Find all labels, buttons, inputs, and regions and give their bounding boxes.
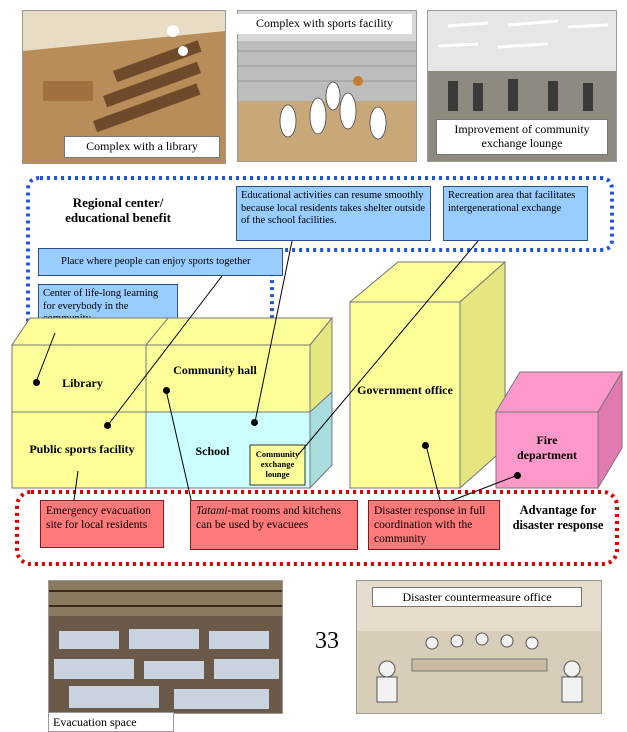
community-hall-marker [163,387,170,394]
fire-department-label: Fire department [517,433,577,462]
lounge-photo-caption: Improvement of community exchange lounge [436,119,608,155]
disaster-coordination-box: Disaster response in full coordination w… [368,500,500,550]
library-label: Library [62,376,103,390]
evacuation-photo-caption: Evacuation space [48,712,174,732]
sports-together-box: Place where people can enjoy sports toge… [38,248,283,276]
disaster-title: Advantage for disaster response [512,503,604,532]
sports-photo [237,10,417,162]
recreation-box: Recreation area that facilitates interge… [443,186,588,241]
evacuation-photo [48,580,283,714]
government-marker [422,442,429,449]
community-hall-label: Community hall [173,363,257,377]
tatami-rooms-box: Tatami-mat rooms and kitchens can be use… [190,500,358,550]
sports-photo-caption: Complex with sports facility [237,14,412,34]
sports-facility-marker [104,422,111,429]
tatami-word: Tatami [196,505,228,517]
school-marker [251,419,258,426]
library-marker [33,379,40,386]
countermeasure-photo-caption: Disaster countermeasure office [372,587,582,607]
tatami-rest: -mat rooms and kitchens can be used by e… [196,505,341,531]
library-photo-caption: Complex with a library [64,136,220,158]
regional-title: Regional center/ educational benefit [65,195,171,225]
page-number: 33 [315,628,339,654]
school-label: School [195,444,230,458]
community-lounge-label: Community exchange lounge [255,449,300,479]
public-sports-label: Public sports facility [29,442,135,456]
evacuation-site-box: Emergency evacuation site for local resi… [40,500,164,548]
fire-marker [514,472,521,479]
government-office-label: Government office [357,383,453,397]
education-resume-box: Educational activities can resume smooth… [236,186,431,241]
